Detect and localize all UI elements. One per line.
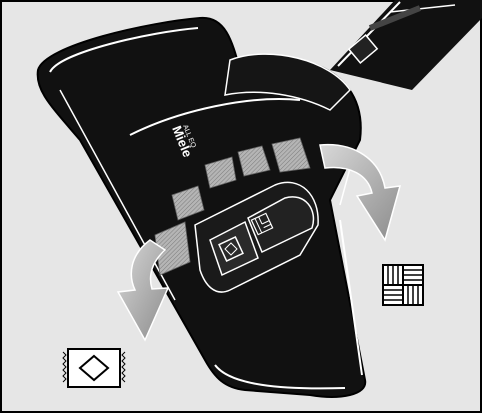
carpet-icon: [63, 349, 125, 387]
hard-floor-parquet-icon: [383, 265, 423, 305]
